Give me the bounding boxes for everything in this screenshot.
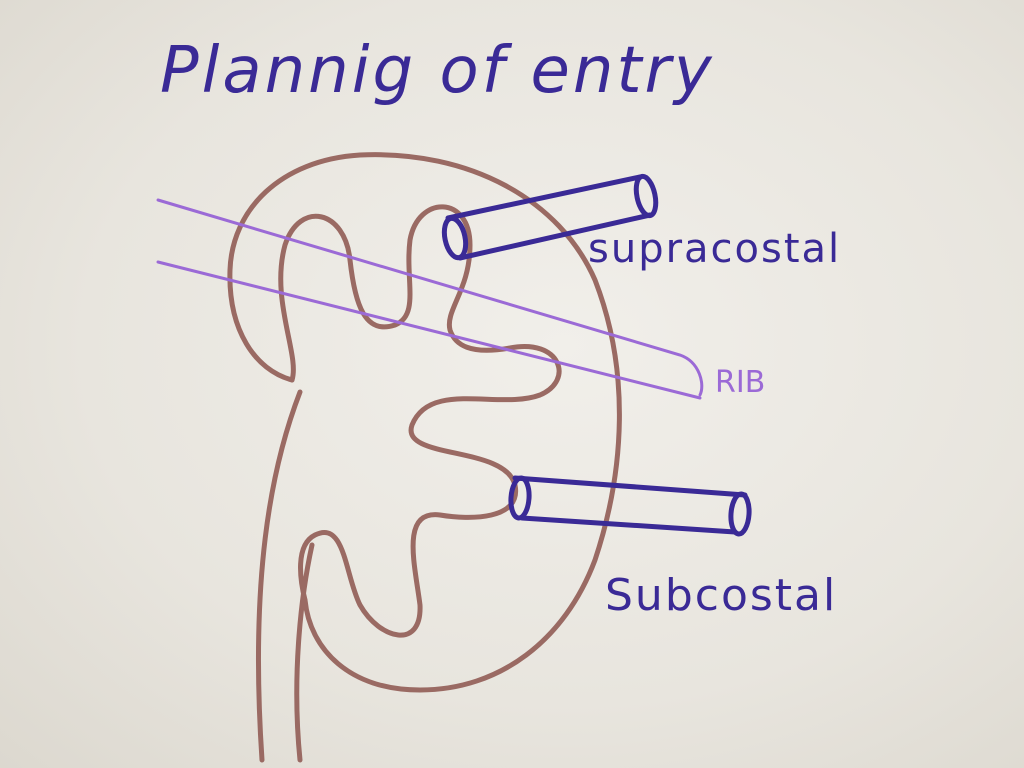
diagram-title: Plannig of entry xyxy=(160,34,715,108)
rib-label: RIB xyxy=(715,365,765,400)
subcostal-label: Subcostal xyxy=(605,570,837,621)
ureter-left xyxy=(255,389,303,763)
kidney-calyces xyxy=(278,204,562,638)
kidney-outline xyxy=(227,152,622,693)
supracostal-label: supracostal xyxy=(588,226,841,272)
rib-lower-edge xyxy=(156,260,702,400)
ureter-right xyxy=(294,542,315,763)
subcostal-tube xyxy=(508,475,752,537)
rib-upper-edge xyxy=(156,198,704,397)
supracostal-tube xyxy=(441,173,659,261)
